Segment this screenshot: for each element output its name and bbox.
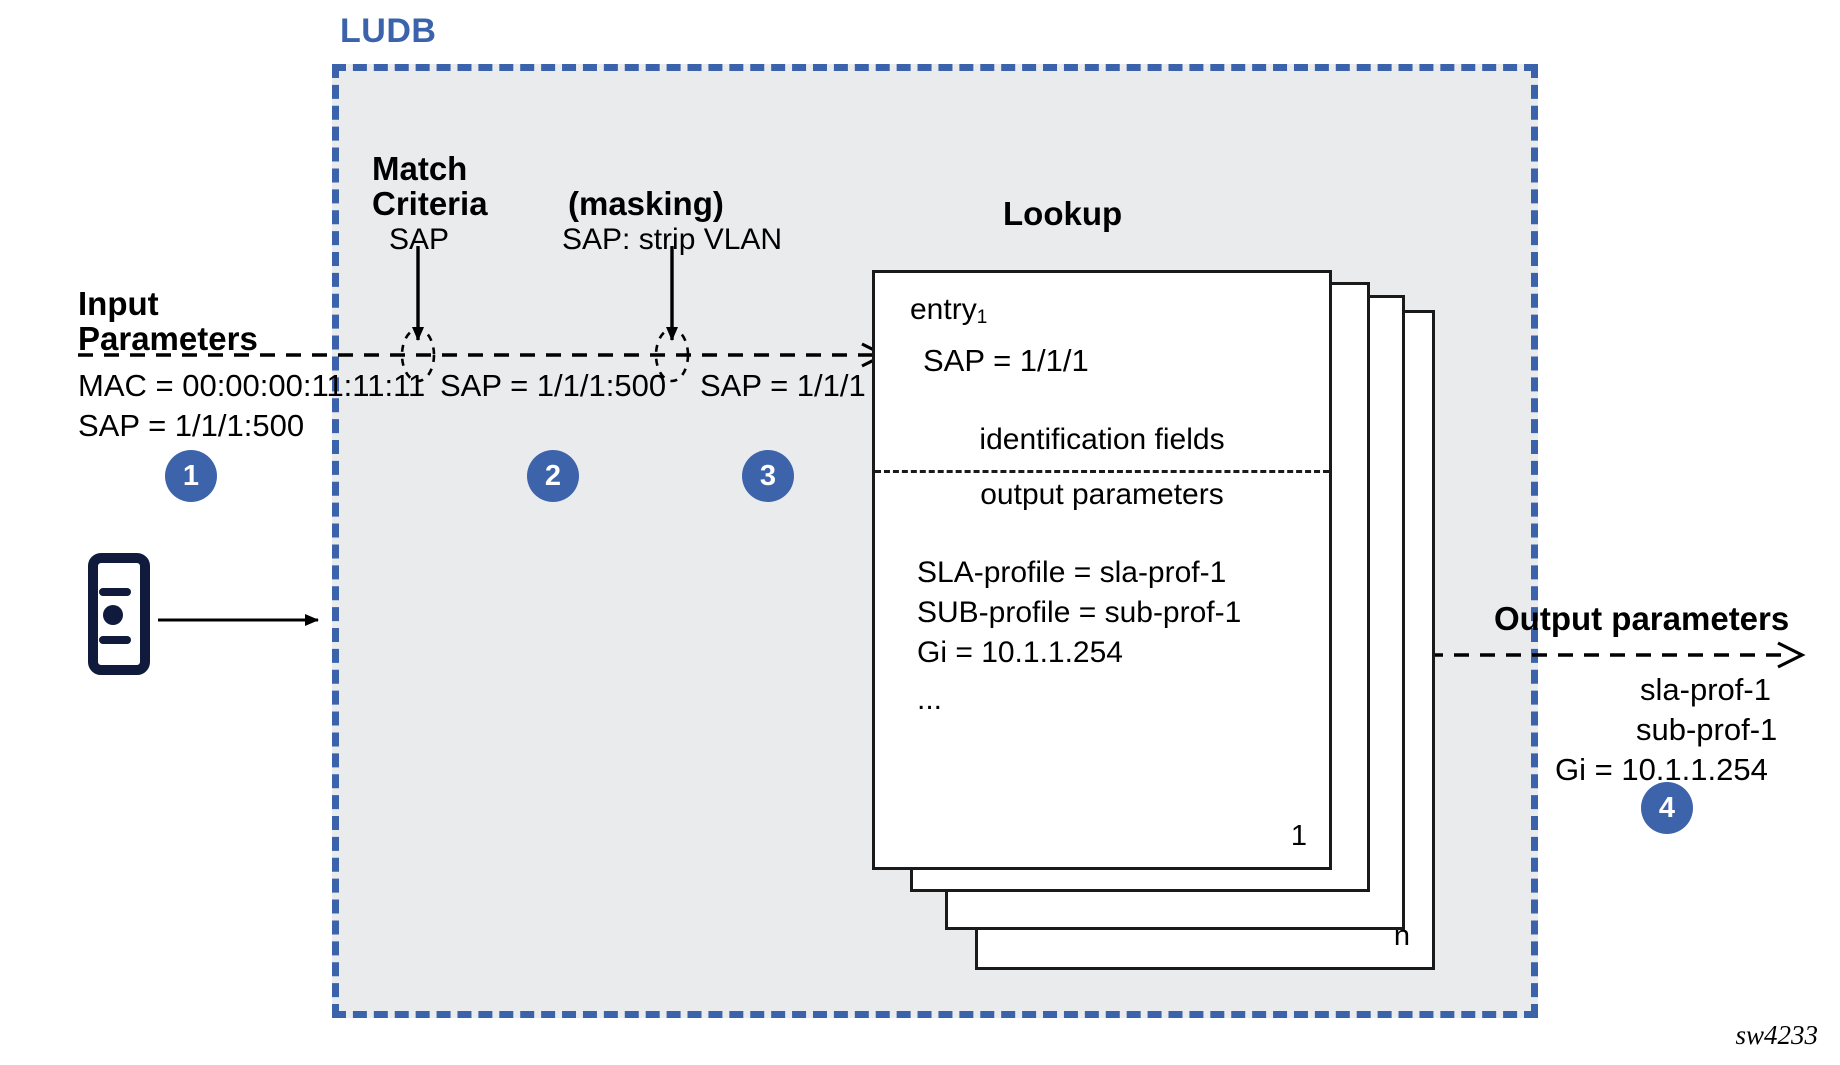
lookup-output-values: SLA-profile = sla-prof-1 SUB-profile = s… [917, 553, 1241, 673]
lookup-output-continuation: ... [917, 683, 943, 716]
lookup-entry-label-text: entry [910, 293, 977, 326]
input-parameters-heading-line1: Input [78, 285, 159, 322]
output-value-gi: Gi = 10.1.1.254 [1555, 752, 1768, 787]
masking-heading: (masking) [568, 185, 724, 222]
lookup-output-parameters-label: output parameters [980, 478, 1224, 511]
step-badge-1: 1 [165, 450, 217, 502]
figure-id-caption: sw4233 [1735, 1020, 1818, 1050]
lookup-output-sub-profile: SUB-profile = sub-prof-1 [917, 595, 1242, 629]
step-badge-4: 4 [1641, 782, 1693, 834]
lookup-entry-card-front: entry1 SAP = 1/1/1 identification fields… [872, 270, 1332, 870]
masking-subtitle: SAP: strip VLAN [562, 223, 783, 256]
ludb-title: LUDB [340, 12, 437, 50]
input-param-mac: MAC = 00:00:00:11:11:11 [78, 368, 426, 403]
step-badge-2: 2 [527, 450, 579, 502]
match-criteria-heading-line2: Criteria [372, 185, 488, 222]
lookup-identification-fields-label: identification fields [979, 423, 1225, 456]
subscriber-device-icon [88, 553, 150, 675]
lookup-entry-index: 1 [976, 307, 988, 328]
match-criteria-heading-line1: Match [372, 150, 468, 187]
output-value-sla-prof: sla-prof-1 [1640, 672, 1771, 707]
output-parameters-heading: Output parameters [1494, 600, 1790, 637]
lookup-heading: Lookup [1003, 195, 1123, 232]
masking-value: SAP = 1/1/1 [700, 368, 866, 403]
output-value-sub-prof: sub-prof-1 [1636, 712, 1778, 747]
match-criteria-value: SAP = 1/1/1:500 [440, 368, 667, 403]
lookup-output-gi: Gi = 10.1.1.254 [917, 635, 1123, 669]
step-badge-3: 3 [742, 450, 794, 502]
lookup-match-key: SAP = 1/1/1 [923, 343, 1089, 378]
lookup-output-sla-profile: SLA-profile = sla-prof-1 [917, 556, 1227, 589]
input-param-sap: SAP = 1/1/1:500 [78, 408, 305, 443]
lookup-card-first-label: 1 [1290, 820, 1307, 852]
match-criteria-subtitle: SAP [389, 223, 450, 256]
output-arrowhead [1777, 641, 1806, 669]
lookup-entry-label: entry1 [910, 293, 987, 329]
input-parameters-heading-line2: Parameters [78, 320, 258, 357]
lookup-section-divider [875, 470, 1329, 473]
